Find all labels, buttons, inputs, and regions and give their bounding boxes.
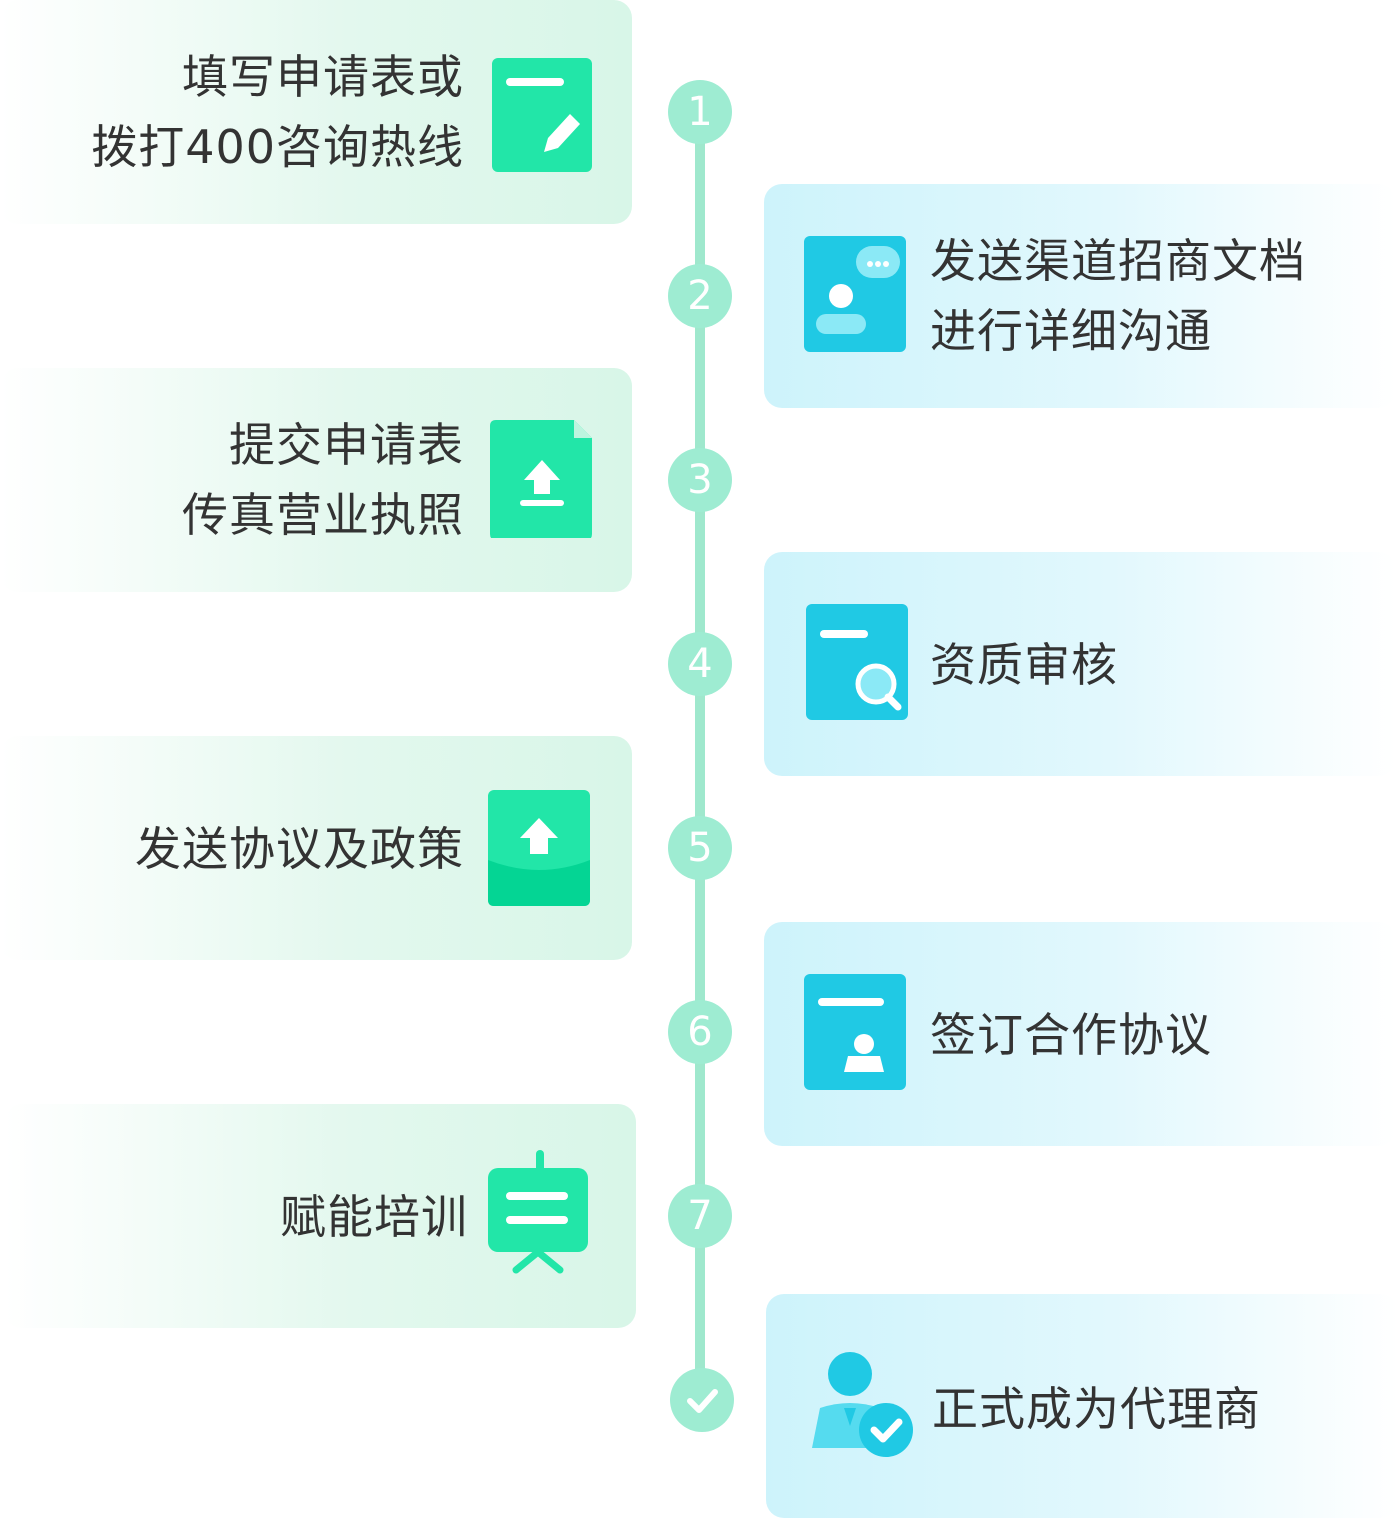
timeline-line xyxy=(695,112,705,1402)
step-card-7: 赋能培训 xyxy=(4,1104,636,1328)
step-3-label: 提交申请表 传真营业执照 xyxy=(182,410,464,550)
step-card-6: 签订合作协议 xyxy=(764,922,1396,1146)
step-2-line-2: 进行详细沟通 xyxy=(930,304,1212,358)
step-5-label: 发送协议及政策 xyxy=(135,814,464,884)
step-card-2: 发送渠道招商文档 进行详细沟通 xyxy=(764,184,1396,408)
agent-verified-icon xyxy=(802,1350,922,1468)
step-4-label: 资质审核 xyxy=(930,630,1118,700)
contact-chat-icon xyxy=(804,236,908,354)
step-4-line-1: 资质审核 xyxy=(930,638,1118,692)
step-2-line-1: 发送渠道招商文档 xyxy=(930,234,1306,288)
step-node-3: 3 xyxy=(668,448,732,512)
step-card-5: 发送协议及政策 xyxy=(0,736,632,960)
contract-sign-icon xyxy=(804,974,908,1092)
envelope-send-icon xyxy=(488,790,592,908)
step-3-line-1: 提交申请表 xyxy=(229,418,464,472)
training-board-icon xyxy=(488,1150,592,1274)
step-1-line-1: 填写申请表或 xyxy=(182,50,464,104)
step-3-line-2: 传真营业执照 xyxy=(182,488,464,542)
step-5-line-1: 发送协议及政策 xyxy=(135,822,464,876)
step-card-4: 资质审核 xyxy=(764,552,1396,776)
step-2-label: 发送渠道招商文档 进行详细沟通 xyxy=(930,226,1306,366)
step-1-line-2: 拨打400咨询热线 xyxy=(91,120,464,174)
step-7-label: 赋能培训 xyxy=(280,1182,468,1252)
step-card-1: 填写申请表或 拨打400咨询热线 xyxy=(0,0,632,224)
step-card-3: 提交申请表 传真营业执照 xyxy=(0,368,632,592)
step-6-line-1: 签订合作协议 xyxy=(930,1008,1212,1062)
step-6-label: 签订合作协议 xyxy=(930,1000,1212,1070)
step-node-5: 5 xyxy=(668,816,732,880)
step-8-label: 正式成为代理商 xyxy=(932,1374,1261,1444)
step-node-final xyxy=(670,1368,734,1432)
step-1-label: 填写申请表或 拨打400咨询热线 xyxy=(91,42,464,182)
edit-form-icon xyxy=(490,56,594,174)
step-node-7: 7 xyxy=(668,1184,732,1248)
step-8-line-1: 正式成为代理商 xyxy=(932,1382,1261,1436)
step-node-6: 6 xyxy=(668,1000,732,1064)
step-node-4: 4 xyxy=(668,632,732,696)
step-card-8: 正式成为代理商 xyxy=(766,1294,1398,1518)
upload-file-icon xyxy=(490,420,594,540)
document-search-icon xyxy=(806,604,910,722)
step-7-line-1: 赋能培训 xyxy=(280,1190,468,1244)
step-node-1: 1 xyxy=(668,80,732,144)
check-icon xyxy=(687,1389,718,1413)
step-node-2: 2 xyxy=(668,264,732,328)
